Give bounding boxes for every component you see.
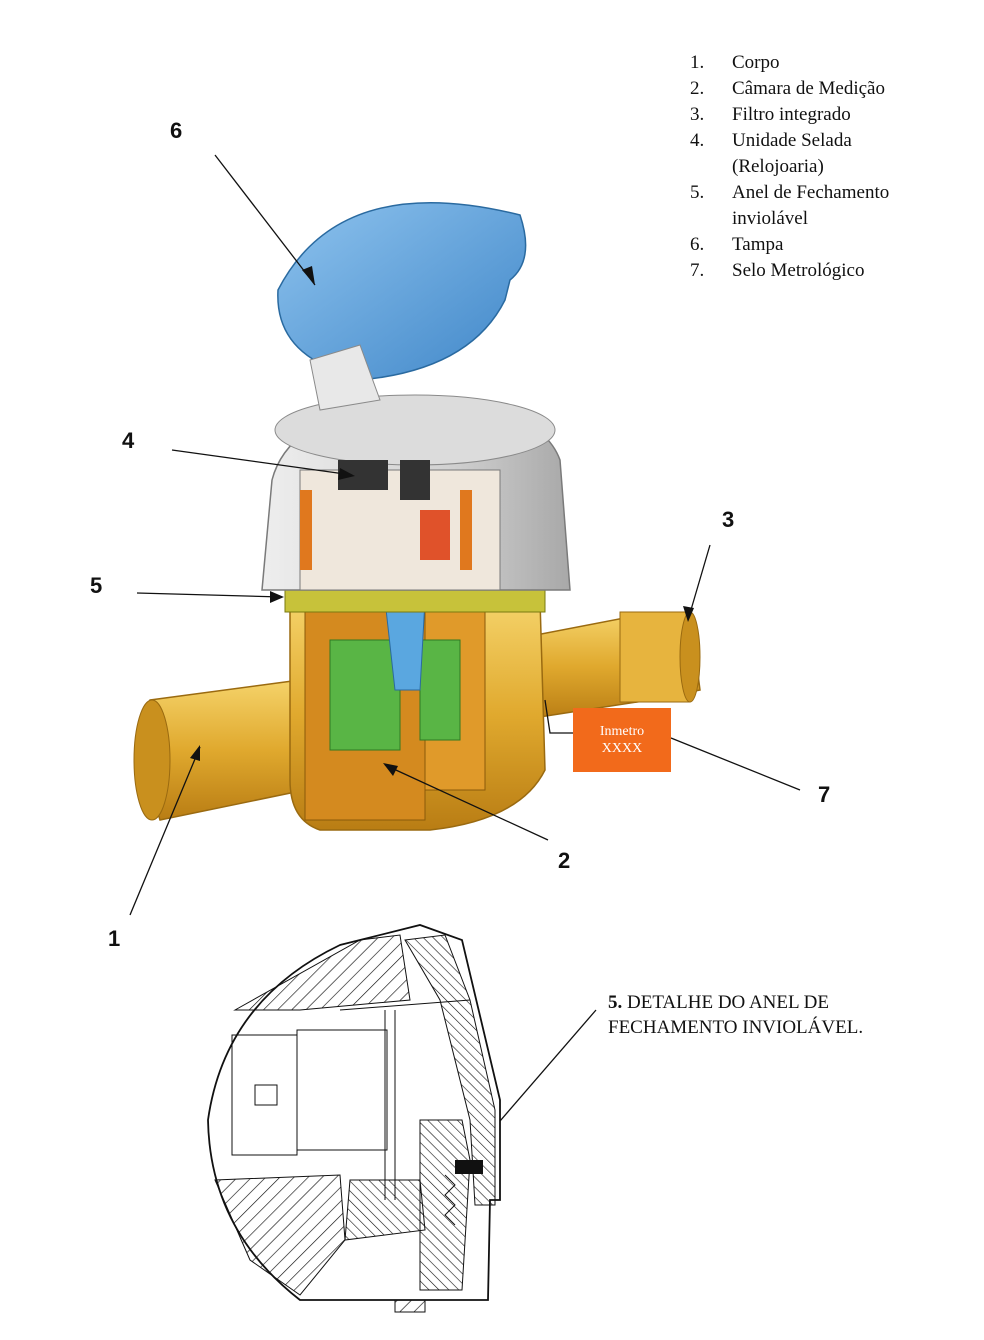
ring-detail-drawing	[207, 924, 501, 1313]
callout-4: 4	[122, 428, 135, 453]
detail-caption: 5. DETALHE DO ANEL DE FECHAMENTO INVIOLÁ…	[608, 990, 938, 1040]
register-housing	[261, 394, 571, 591]
legend-item: 6.Tampa	[690, 234, 784, 255]
leader-lines	[129, 154, 801, 1166]
seal-line-1: Inmetro	[599, 724, 645, 739]
detail-number: 5.	[608, 992, 623, 1013]
legend-item: 7.Selo Metrológico	[690, 260, 865, 281]
cap	[277, 201, 527, 411]
legend-item: 2.Câmara de Medição	[690, 78, 885, 99]
inmetro-seal: Inmetro XXXX	[573, 708, 671, 772]
parts-legend: 1.Corpo 2.Câmara de Medição 3.Filtro int…	[690, 50, 932, 284]
seal-ring	[284, 587, 546, 613]
legend-item: 4.Unidade Selada (Relojoaria)	[690, 130, 852, 177]
callout-5: 5	[90, 573, 103, 598]
legend-item: 3.Filtro integrado	[690, 104, 851, 125]
callout-1: 1	[108, 926, 121, 951]
callout-6: 6	[170, 118, 183, 143]
outlet-pipe	[509, 611, 701, 721]
legend-item: 5.Anel de Fechamento inviolável	[690, 182, 890, 229]
callout-2: 2	[558, 848, 571, 873]
seal-line-2: XXXX	[601, 741, 643, 756]
detail-text: DETALHE DO ANEL DE FECHAMENTO INVIOLÁVEL…	[608, 992, 864, 1038]
callout-3: 3	[722, 507, 735, 532]
inlet-pipe	[133, 679, 306, 821]
callout-7: 7	[818, 782, 831, 807]
measuring-chamber	[329, 599, 461, 751]
legend-item: 1.Corpo	[690, 52, 780, 73]
